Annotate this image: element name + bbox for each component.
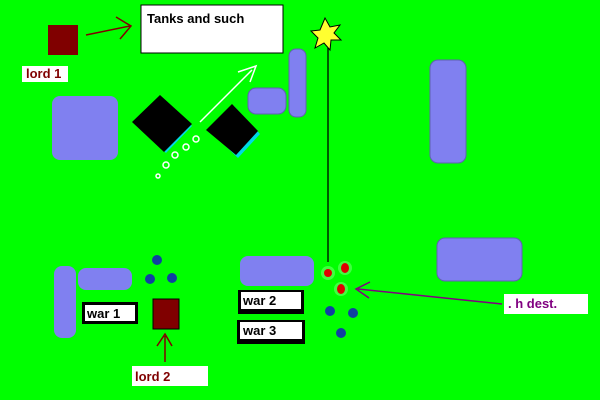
war-1-label: war 1 [86,306,120,321]
shell-dot [162,161,170,169]
shell-dot [155,173,161,179]
shell-dot [192,135,200,143]
tank-move-arrow [199,64,258,123]
title-text: Tanks and such [147,11,244,26]
building-top-left [52,96,118,160]
war-2-label: war 2 [242,293,276,308]
building-bottom-left-vertical [54,266,76,338]
lord-2-label: lord 2 [135,369,170,384]
building-tall-top [288,48,307,118]
arrow-lord2-label-to-unit [156,332,173,362]
war-3-inner [240,322,302,339]
soldier-unit [145,274,155,284]
lord-2-label-box [132,366,208,386]
arrow-lord1-to-title [85,16,133,40]
soldier-unit [348,308,358,318]
arrow-hdest-to-enemy [354,281,503,305]
soldier-unit [167,273,177,283]
soldier-unit [325,306,335,316]
building-right-wide [436,237,523,282]
enemy-unit [337,284,345,294]
building-small-top [247,87,287,115]
lord-2-unit [152,298,180,330]
tank-left [132,95,192,153]
tank-right [206,104,260,158]
shell-trail [155,135,200,179]
shell-dot [171,151,179,159]
enemy-unit [324,269,332,277]
building-bottom-left-horizontal [78,268,132,290]
shell-dot [182,143,190,151]
explosion-icon [309,16,343,52]
hdest-label-box [504,294,588,314]
soldier-unit [336,328,346,338]
enemy-unit [341,263,349,273]
building-center-bottom [240,256,314,286]
soldier-unit [152,255,162,265]
title-box [140,4,284,54]
lord-1-label-box [22,66,68,82]
hdest-label: . h dest. [508,296,557,311]
lord-1-label: lord 1 [26,66,61,81]
enemy-group [321,261,352,296]
lord-1-unit [48,25,78,55]
war-3-label: war 3 [242,323,276,338]
building-right-tall [429,59,467,164]
war-1-inner [85,305,135,321]
war-2-inner [241,292,301,309]
